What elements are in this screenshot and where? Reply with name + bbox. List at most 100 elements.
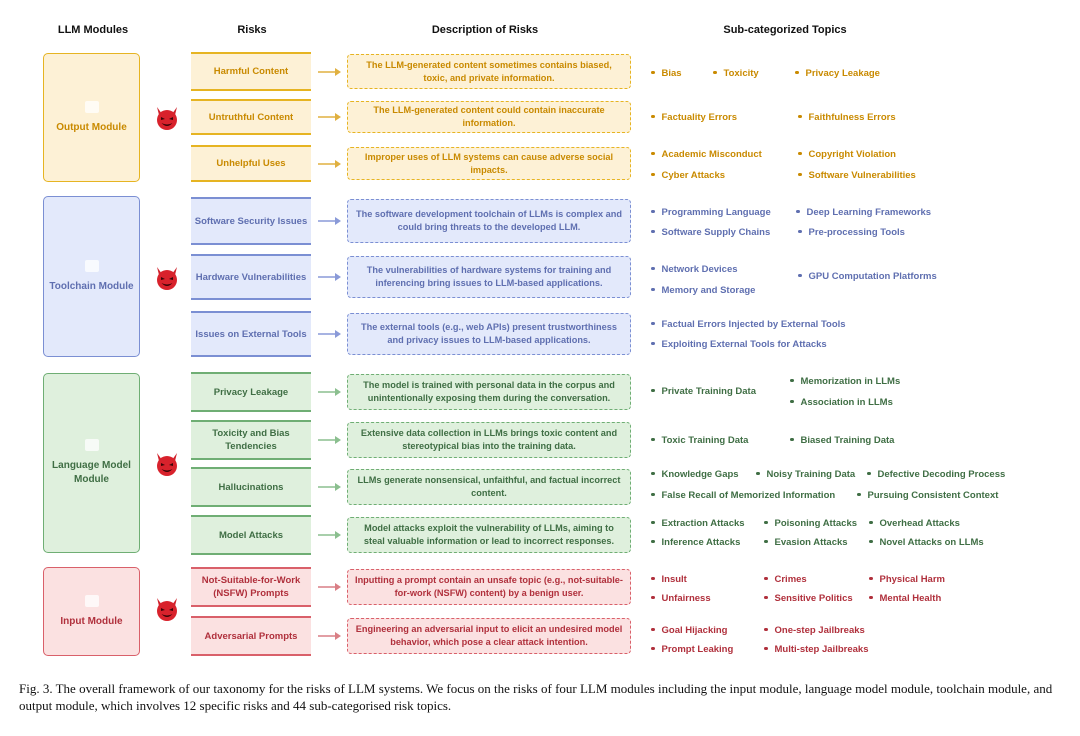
topic-label: Prompt Leaking bbox=[661, 644, 734, 655]
bullet-dot bbox=[790, 437, 794, 442]
topic-label: Exploiting External Tools for Attacks bbox=[661, 339, 827, 350]
topic-item: Prompt Leaking bbox=[651, 644, 733, 656]
risk-border-top bbox=[191, 197, 311, 199]
description-text: LLMs generate nonsensical, unfaithful, a… bbox=[357, 475, 621, 498]
bullet-dot bbox=[867, 471, 871, 476]
risk-box: Adversarial Prompts bbox=[191, 616, 311, 656]
topic-item: Insult bbox=[651, 574, 687, 586]
topic-label: Privacy Leakage bbox=[805, 68, 880, 79]
topic-label: Private Training Data bbox=[661, 386, 757, 397]
topic-label: Deep Learning Frameworks bbox=[806, 207, 932, 218]
bullet-dot bbox=[764, 646, 768, 651]
bullet-dot bbox=[651, 70, 655, 75]
bullet-dot bbox=[651, 321, 655, 326]
risk-border-top bbox=[191, 616, 311, 618]
risk-label: Toxicity and Bias Tendencies bbox=[212, 428, 290, 452]
topic-item: Factual Errors Injected by External Tool… bbox=[651, 319, 846, 331]
topic-item: Mental Health bbox=[869, 593, 941, 605]
topic-item: Noisy Training Data bbox=[756, 469, 855, 481]
module-icon bbox=[84, 259, 99, 272]
risk-label: Untruthful Content bbox=[208, 111, 294, 123]
risk-description: The LLM-generated content sometimes cont… bbox=[347, 54, 631, 89]
topic-label: One-step Jailbreaks bbox=[774, 625, 865, 636]
arrow-right-icon bbox=[318, 483, 341, 491]
topic-item: Programming Language bbox=[651, 207, 771, 219]
topic-item: Evasion Attacks bbox=[764, 537, 848, 549]
topic-label: Pre-processing Tools bbox=[808, 227, 905, 238]
description-text: The software development toolchain of LL… bbox=[356, 209, 622, 232]
bullet-dot bbox=[869, 539, 873, 544]
topic-label: False Recall of Memorized Information bbox=[661, 490, 836, 501]
bullet-dot bbox=[798, 114, 802, 119]
bullet-dot bbox=[869, 520, 873, 525]
bullet-dot bbox=[764, 520, 768, 525]
description-text: The LLM-generated content sometimes cont… bbox=[366, 59, 612, 83]
topic-label: Toxic Training Data bbox=[661, 435, 749, 446]
bullet-dot bbox=[764, 595, 768, 600]
topic-label: Novel Attacks on LLMs bbox=[879, 537, 984, 548]
topic-item: Goal Hijacking bbox=[651, 625, 728, 637]
header-risks: Risks bbox=[237, 24, 267, 36]
bullet-dot bbox=[796, 209, 800, 214]
description-text: Inputting a prompt contain an unsafe top… bbox=[355, 575, 623, 598]
risk-border-bottom bbox=[191, 505, 311, 507]
risk-description: Improper uses of LLM systems can cause a… bbox=[347, 147, 631, 180]
risk-description: Model attacks exploit the vulnerability … bbox=[347, 517, 631, 553]
topic-item: Biased Training Data bbox=[790, 435, 894, 447]
bullet-dot bbox=[764, 576, 768, 581]
topic-item: GPU Computation Platforms bbox=[798, 271, 937, 283]
description-text: Extensive data collection in LLMs brings… bbox=[360, 428, 618, 451]
risk-border-top bbox=[191, 567, 311, 569]
risk-label: Software Security Issues bbox=[194, 215, 308, 227]
topic-label: Extraction Attacks bbox=[661, 518, 745, 529]
topic-label: Network Devices bbox=[661, 264, 738, 275]
topic-label: Association in LLMs bbox=[800, 397, 893, 408]
risk-label: Not-Suitable-for-Work (NSFW) Prompts bbox=[201, 575, 301, 599]
bullet-dot bbox=[651, 539, 655, 544]
risk-label: Privacy Leakage bbox=[213, 386, 289, 398]
topic-label: Toxicity bbox=[723, 68, 759, 79]
bullet-dot bbox=[764, 627, 768, 632]
topic-label: Noisy Training Data bbox=[766, 469, 856, 480]
topic-label: Pursuing Consistent Context bbox=[867, 490, 999, 501]
risk-label: Model Attacks bbox=[218, 529, 284, 541]
arrow-right-icon bbox=[318, 436, 341, 444]
risk-description: The vulnerabilities of hardware systems … bbox=[347, 256, 631, 298]
topic-label: Cyber Attacks bbox=[661, 170, 726, 181]
arrow-right-icon bbox=[318, 159, 341, 168]
topic-label: Defective Decoding Process bbox=[877, 469, 1006, 480]
topic-label: Copyright Violation bbox=[808, 149, 896, 160]
topic-label: GPU Computation Platforms bbox=[808, 271, 937, 282]
devil-icon bbox=[157, 267, 177, 290]
topic-item: Software Supply Chains bbox=[651, 227, 770, 239]
topic-label: Inference Attacks bbox=[661, 537, 741, 548]
risk-description: Engineering an adversarial input to elic… bbox=[347, 618, 631, 654]
risk-description: Extensive data collection in LLMs brings… bbox=[347, 422, 631, 458]
risk-border-bottom bbox=[191, 355, 311, 357]
risk-border-top bbox=[191, 372, 311, 374]
topic-item: Toxicity bbox=[713, 68, 759, 80]
bullet-dot bbox=[869, 595, 873, 600]
risk-box: Issues on External Tools bbox=[191, 311, 311, 357]
topic-label: Academic Misconduct bbox=[661, 149, 762, 160]
topic-item: One-step Jailbreaks bbox=[764, 625, 865, 637]
topic-label: Multi-step Jailbreaks bbox=[774, 644, 869, 655]
topic-item: Defective Decoding Process bbox=[867, 469, 1005, 481]
topic-item: Memorization in LLMs bbox=[790, 376, 900, 388]
bullet-dot bbox=[651, 627, 655, 632]
arrow-right-icon bbox=[318, 113, 341, 121]
description-text: The vulnerabilities of hardware systems … bbox=[366, 265, 612, 288]
topic-label: Biased Training Data bbox=[800, 435, 895, 446]
risk-border-bottom bbox=[191, 298, 311, 300]
topic-item: Novel Attacks on LLMs bbox=[869, 537, 984, 549]
topic-item: Physical Harm bbox=[869, 574, 945, 586]
bullet-dot bbox=[651, 209, 655, 214]
risk-box: Toxicity and Bias Tendencies bbox=[191, 420, 311, 460]
module-language: Language Model Module bbox=[43, 373, 140, 553]
topic-item: Faithfulness Errors bbox=[798, 112, 896, 124]
topic-item: Memory and Storage bbox=[651, 285, 755, 297]
risk-border-top bbox=[191, 254, 311, 256]
risk-border-bottom bbox=[191, 243, 311, 245]
topic-label: Overhead Attacks bbox=[879, 518, 960, 529]
topic-label: Unfairness bbox=[661, 593, 711, 604]
